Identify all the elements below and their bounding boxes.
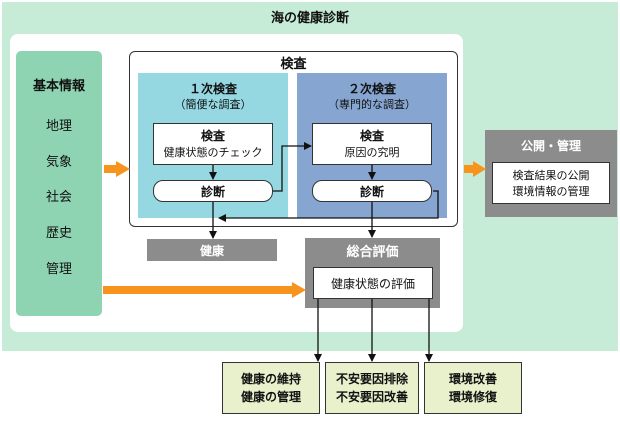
basic-item-management: 管理 [45, 261, 72, 277]
result-1-line-1: 健康の維持 [240, 372, 301, 386]
arrow-basic-to-evaluation [103, 282, 306, 298]
arrow-diag1-to-check2 [273, 142, 312, 192]
evaluation-inner-box: 健康状態の評価 [313, 267, 433, 299]
secondary-diagnosis-pill: 診断 [312, 180, 432, 202]
result-box-environment: 環境改善 環境修復 [424, 362, 522, 414]
primary-check-box [153, 123, 273, 165]
primary-inspection-subtitle: （簡便な調査） [174, 97, 252, 111]
publication-title: 公開・管理 [520, 138, 581, 153]
result-2-line-2: 不安要因改善 [335, 390, 408, 404]
primary-check-text: 健康状態のチェック [163, 146, 263, 159]
arrow-diag2-to-diag1-loop [218, 190, 439, 222]
primary-diagnosis-pill: 診断 [153, 180, 273, 202]
result-1-line-2: 健康の管理 [240, 390, 301, 404]
result-box-remove-concerns: 不安要因排除 不安要因改善 [325, 362, 419, 414]
primary-inspection-title: １次検査 [188, 81, 237, 96]
result-3-line-1: 環境改善 [448, 372, 497, 386]
basic-item-weather: 気象 [45, 154, 72, 170]
secondary-inspection-title: ２次検査 [347, 81, 396, 96]
inspection-title: 検査 [280, 56, 307, 72]
basic-item-geography: 地理 [45, 118, 72, 134]
arrow-basic-to-inspection [104, 161, 130, 177]
secondary-inspection-subtitle: （専門的な調査） [328, 97, 416, 111]
basic-item-history: 歴史 [45, 225, 72, 241]
evaluation-title: 総合評価 [346, 244, 399, 260]
basic-info-panel [16, 51, 102, 316]
diagram-title: 海の健康診断 [270, 10, 349, 26]
publication-line-2: 環境情報の管理 [512, 185, 590, 198]
result-box-maintain: 健康の維持 健康の管理 [222, 362, 320, 414]
primary-check-title: 検査 [200, 128, 225, 143]
arrow-inspection-to-publication [464, 161, 486, 177]
secondary-check-text: 原因の究明 [344, 146, 400, 159]
secondary-check-title: 検査 [359, 128, 384, 143]
basic-info-title: 基本情報 [32, 78, 85, 94]
publication-line-1: 検査結果の公開 [512, 169, 590, 182]
publication-inner-box: 検査結果の公開 環境情報の管理 [492, 162, 610, 204]
basic-item-society: 社会 [45, 189, 72, 205]
result-3-line-2: 環境修復 [448, 390, 497, 404]
health-box: 健康 [147, 239, 277, 261]
result-2-line-1: 不安要因排除 [335, 372, 408, 386]
secondary-check-box [312, 123, 432, 165]
